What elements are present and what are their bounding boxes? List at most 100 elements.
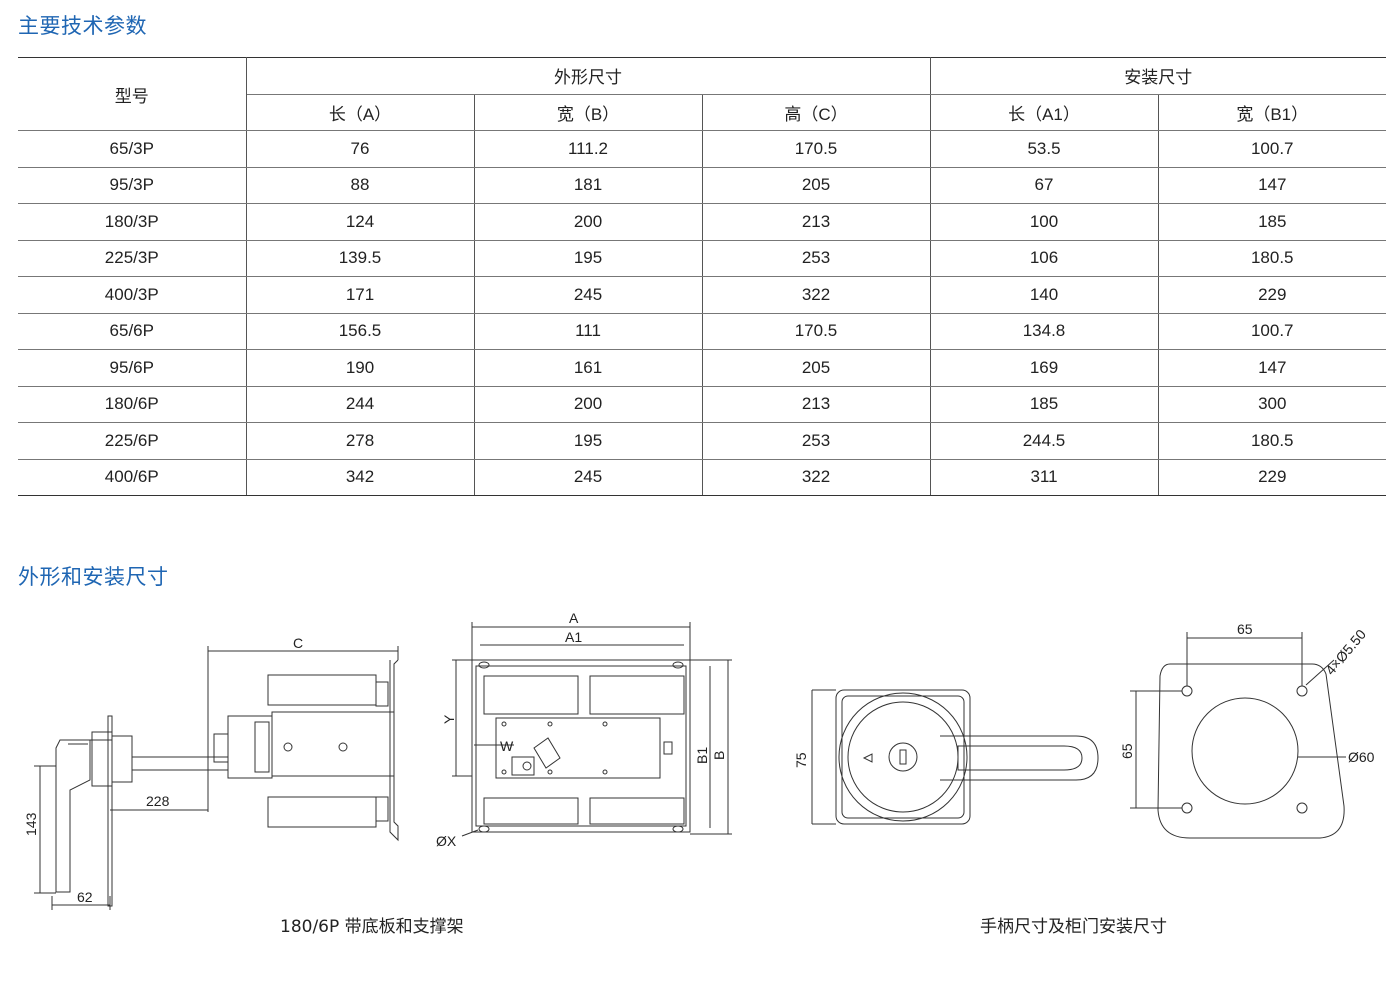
- dim-label-228: 228: [146, 793, 170, 809]
- cell-model: 180/6P: [18, 386, 247, 423]
- door-cutout-drawing: [1130, 632, 1346, 839]
- table-cell: 88: [246, 167, 475, 204]
- table-cell: 106: [930, 240, 1159, 277]
- table-cell: 244: [246, 386, 475, 423]
- table-cell: 180.5: [1158, 240, 1386, 277]
- table-cell: 205: [702, 167, 931, 204]
- dim-label-holes: 4×Ø5.50: [1322, 626, 1369, 678]
- table-cell: 185: [1158, 203, 1386, 241]
- table-cell: 170.5: [702, 130, 931, 168]
- table-cell: 140: [930, 276, 1159, 314]
- table-cell: 147: [1158, 349, 1386, 387]
- table-cell: 76: [246, 130, 475, 168]
- table-cell: 170.5: [702, 313, 931, 350]
- dim-label-75: 75: [793, 752, 809, 768]
- section-title-dimensions: 外形和安装尺寸: [18, 565, 169, 589]
- table-cell: 169: [930, 349, 1159, 387]
- cell-model: 400/6P: [18, 459, 247, 496]
- dimension-drawings: C 228 143 62 A A1 Y W B1 B ØX 75 65 4×Ø5…: [23, 610, 1375, 910]
- table-cell: 190: [246, 349, 475, 387]
- dim-label-65-top: 65: [1237, 621, 1253, 637]
- table-cell: 195: [474, 422, 703, 460]
- cell-model: 95/3P: [18, 167, 247, 204]
- header-install: 安装尺寸: [930, 57, 1386, 95]
- table-cell: 311: [930, 459, 1159, 496]
- table-cell: 342: [246, 459, 475, 496]
- caption-left: 180/6P 带底板和支撑架: [280, 917, 464, 937]
- handle-view-drawing: [811, 689, 1099, 825]
- table-cell: 100.7: [1158, 313, 1386, 350]
- subheader-c: 高（C）: [702, 94, 931, 131]
- cell-model: 225/6P: [18, 422, 247, 460]
- caption-right: 手柄尺寸及柜门安装尺寸: [980, 917, 1167, 937]
- table-cell: 139.5: [246, 240, 475, 277]
- dim-label-60: Ø60: [1348, 749, 1375, 765]
- table-cell: 180.5: [1158, 422, 1386, 460]
- table-cell: 245: [474, 459, 703, 496]
- header-model: 型号: [18, 57, 247, 131]
- dim-label-62: 62: [77, 889, 93, 905]
- table-cell: 300: [1158, 386, 1386, 423]
- dim-label-b1: B1: [694, 747, 710, 764]
- section-title-tech-params: 主要技术参数: [18, 14, 147, 38]
- table-cell: 213: [702, 203, 931, 241]
- table-cell: 200: [474, 386, 703, 423]
- table-cell: 253: [702, 422, 931, 460]
- cell-model: 95/6P: [18, 349, 247, 387]
- table-cell: 185: [930, 386, 1159, 423]
- table-cell: 213: [702, 386, 931, 423]
- table-cell: 134.8: [930, 313, 1159, 350]
- dim-label-65-side: 65: [1119, 743, 1135, 759]
- subheader-b1: 宽（B1）: [1158, 94, 1386, 131]
- table-cell: 229: [1158, 276, 1386, 314]
- table-cell: 171: [246, 276, 475, 314]
- dim-label-c: C: [293, 635, 303, 651]
- table-header-row: 型号 外形尺寸 安装尺寸: [18, 57, 1386, 131]
- dim-label-a: A: [569, 610, 579, 626]
- header-outline: 外形尺寸: [246, 57, 931, 95]
- subheader-b: 宽（B）: [474, 94, 703, 131]
- table-cell: 322: [702, 459, 931, 496]
- dim-label-a1: A1: [565, 629, 582, 645]
- table-cell: 161: [474, 349, 703, 387]
- table-subheader-row: 长（A） 宽（B） 高（C） 长（A1） 宽（B1）: [18, 94, 1386, 131]
- table-cell: 253: [702, 240, 931, 277]
- table-cell: 67: [930, 167, 1159, 204]
- table-cell: 195: [474, 240, 703, 277]
- dim-label-w: W: [500, 738, 514, 754]
- side-view-drawing: [34, 646, 399, 910]
- cell-model: 65/6P: [18, 313, 247, 350]
- dim-label-b: B: [711, 751, 727, 760]
- spec-table: 型号 外形尺寸 安装尺寸 长（A） 宽（B） 高（C） 长（A1） 宽（B1） …: [18, 57, 1386, 496]
- dim-label-ox: ØX: [436, 833, 457, 849]
- cell-model: 65/3P: [18, 130, 247, 168]
- table-cell: 147: [1158, 167, 1386, 204]
- dim-label-143: 143: [23, 812, 39, 836]
- dim-label-y: Y: [441, 714, 457, 724]
- table-cell: 229: [1158, 459, 1386, 496]
- table-cell: 322: [702, 276, 931, 314]
- table-cell: 111: [474, 313, 703, 350]
- table-cell: 124: [246, 203, 475, 241]
- table-cell: 100: [930, 203, 1159, 241]
- table-cell: 100.7: [1158, 130, 1386, 168]
- table-cell: 205: [702, 349, 931, 387]
- table-cell: 245: [474, 276, 703, 314]
- table-cell: 181: [474, 167, 703, 204]
- cell-model: 225/3P: [18, 240, 247, 277]
- table-cell: 244.5: [930, 422, 1159, 460]
- cell-model: 180/3P: [18, 203, 247, 241]
- table-cell: 111.2: [474, 130, 703, 168]
- front-view-drawing: [452, 622, 732, 837]
- subheader-a: 长（A）: [246, 94, 475, 131]
